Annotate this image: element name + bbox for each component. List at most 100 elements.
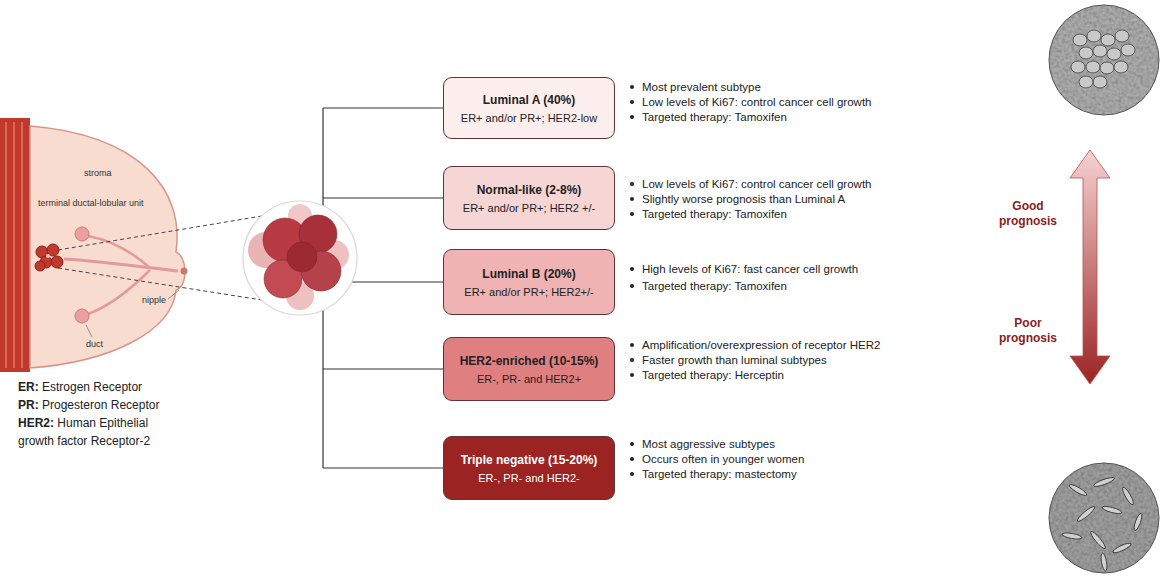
cell	[1114, 61, 1128, 73]
cell	[1079, 76, 1093, 88]
micrograph-shade	[1049, 5, 1159, 115]
feature-note: Faster growth than luminal subtypes	[628, 353, 827, 367]
tumour-cell	[46, 254, 50, 258]
feature-note: Targeted therapy: Tamoxifen	[628, 279, 787, 293]
micrograph-border	[1049, 463, 1159, 573]
receptor-status: ER+ and/or PR+; HER2+/-	[464, 285, 593, 299]
cell	[1100, 553, 1108, 572]
feature-note: Amplification/overexpression of receptor…	[628, 338, 880, 352]
part-label: duct	[84, 339, 105, 350]
cell	[1093, 76, 1107, 88]
cell	[1089, 530, 1107, 550]
feature-note: Targeted therapy: Tamoxifen	[628, 110, 787, 124]
micrograph-good	[1049, 5, 1159, 115]
abbreviation-key: HER2: Human Epithelial growth factor Rec…	[18, 414, 170, 450]
feature-note: Occurs often in younger women	[628, 452, 804, 466]
subtype-name: Luminal B (20%)	[482, 266, 575, 282]
cell	[1107, 48, 1121, 60]
abbreviation: HER2:	[18, 416, 54, 430]
chest-muscle	[0, 118, 30, 372]
subtype-name: Luminal A (40%)	[483, 92, 575, 108]
micrograph-texture	[1049, 463, 1159, 573]
cell	[1101, 34, 1115, 46]
subtype-box: Triple negative (15-20%) ER-, PR- and HER…	[443, 436, 615, 500]
feature-note: High levels of Ki67: fast cancer cell gr…	[628, 262, 858, 276]
muscle-fibres	[6, 122, 22, 368]
subtype-box: Normal-like (2-8%) ER+ and/or PR+; HER2 +…	[443, 166, 615, 230]
abbreviation: ER:	[18, 380, 39, 394]
cell	[1062, 532, 1083, 540]
cell	[1073, 34, 1087, 46]
epithelial-cells	[1071, 30, 1135, 88]
zoom-line	[58, 216, 262, 300]
cell	[1133, 513, 1144, 532]
tumour-cell	[35, 261, 45, 271]
cancer-cell	[287, 242, 317, 272]
cell	[1115, 30, 1129, 42]
abbreviation-meaning: Estrogen Receptor	[39, 380, 142, 394]
duct-line	[64, 259, 178, 271]
breast-outline	[30, 126, 185, 368]
cell	[1093, 476, 1115, 488]
part-label: terminal ductal-lobular unit	[36, 198, 146, 209]
closeup-circle	[243, 201, 357, 315]
subtype-box: Luminal B (20%) ER+ and/or PR+; HER2+/-	[443, 249, 615, 315]
prognosis-label: Good prognosis	[994, 199, 1062, 229]
micrograph-texture	[1049, 5, 1159, 115]
part-label: nipple	[140, 295, 168, 306]
abbreviation-key: ER: Estrogen Receptor	[18, 378, 196, 396]
abbreviation-meaning: Progesteron Receptor	[39, 398, 160, 412]
receptor-status: ER-, PR- and HER2+	[477, 372, 581, 386]
subtype-name: HER2-enriched (10-15%)	[460, 353, 599, 369]
prognosis-arrow	[1070, 150, 1110, 384]
receptor-status: ER+ and/or PR+; HER2-low	[461, 111, 597, 125]
leader-line	[86, 325, 92, 337]
lobule	[75, 309, 89, 323]
cell	[1093, 45, 1107, 57]
tumour-cell	[51, 256, 63, 268]
subtype-name: Normal-like (2-8%)	[477, 182, 582, 198]
nipple-mark	[181, 268, 188, 275]
spindle-cells	[1062, 476, 1144, 571]
subtype-box: HER2-enriched (10-15%) ER-, PR- and HER2+	[443, 337, 615, 401]
tumour-cluster	[35, 244, 63, 271]
abbreviation: PR:	[18, 398, 39, 412]
prognosis-label: Poor prognosis	[994, 316, 1062, 346]
cell	[1121, 44, 1135, 56]
feature-note: Most aggressive subtypes	[628, 437, 775, 451]
micrograph-border	[1049, 5, 1159, 115]
receptor-status: ER-, PR- and HER2-	[478, 471, 579, 485]
tumour-closeup	[243, 201, 357, 315]
cell	[1071, 61, 1085, 73]
cell	[1121, 486, 1135, 506]
feature-note: Low levels of Ki67: control cancer cell …	[628, 95, 871, 109]
duct-line	[88, 270, 150, 314]
leader-line	[168, 290, 179, 299]
feature-note: Low levels of Ki67: control cancer cell …	[628, 177, 871, 191]
cell	[1068, 483, 1088, 497]
micrograph-shade	[1049, 463, 1159, 573]
feature-note: Most prevalent subtype	[628, 80, 761, 94]
part-label: stroma	[82, 168, 114, 179]
abbreviation-key: PR: Progesteron Receptor	[18, 396, 196, 414]
cell	[1102, 505, 1123, 515]
cell	[1076, 505, 1096, 523]
cell	[1079, 47, 1093, 59]
cell	[1086, 61, 1100, 73]
cell	[1112, 542, 1132, 555]
duct-line	[88, 236, 150, 268]
breast-illustration	[0, 118, 188, 372]
subtype-name: Triple negative (15-20%)	[461, 452, 598, 468]
feature-note: Targeted therapy: mastectomy	[628, 467, 797, 481]
micrograph-poor	[1049, 463, 1159, 573]
feature-note: Targeted therapy: Herceptin	[628, 368, 784, 382]
cell	[1087, 30, 1101, 42]
cell	[1100, 62, 1114, 74]
lobule	[75, 227, 89, 241]
receptor-status: ER+ and/or PR+; HER2 +/-	[463, 201, 595, 215]
feature-note: Slightly worse prognosis than Luminal A	[628, 192, 845, 206]
feature-note: Targeted therapy: Tamoxifen	[628, 207, 787, 221]
